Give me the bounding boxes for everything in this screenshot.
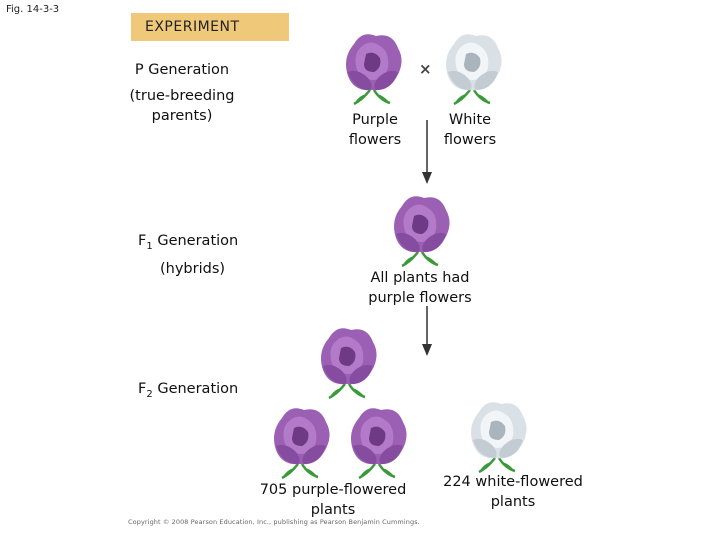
f1-title: Generation xyxy=(152,233,239,249)
p-generation-line2: (true-breeding xyxy=(129,88,235,104)
f1-purple-flower-icon xyxy=(394,196,450,268)
cross-symbol: × xyxy=(419,60,432,78)
arrow-f1-to-f2 xyxy=(422,306,432,356)
f2-white-result-label: 224 white-flowered plants xyxy=(434,472,592,512)
p-generation-label: P Generation (true-breeding parents) xyxy=(120,60,244,126)
f1-prefix: F xyxy=(138,233,147,249)
white-parent-line2: flowers xyxy=(443,132,497,148)
white-parent-label: White flowers xyxy=(428,110,512,150)
f2-subscript: 2 xyxy=(146,389,153,400)
f2-white-flower-icon xyxy=(471,402,527,474)
purple-parent-line1: Purple xyxy=(352,112,398,128)
f2-purple-flower-top-icon xyxy=(321,328,377,400)
f1-result-line1: All plants had xyxy=(370,270,470,286)
f2-purple-result-line2: plants xyxy=(310,502,356,518)
figure-label: Fig. 14-3-3 xyxy=(6,4,60,15)
purple-parent-line2: flowers xyxy=(348,132,402,148)
experiment-header: EXPERIMENT xyxy=(131,13,289,41)
purple-parent-label: Purple flowers xyxy=(333,110,417,150)
f2-white-result-line1: 224 white-flowered xyxy=(443,474,583,490)
f2-prefix: F xyxy=(138,381,147,397)
white-parent-line1: White xyxy=(448,112,492,128)
f2-purple-result-line1: 705 purple-flowered xyxy=(259,482,407,498)
f1-subtitle: (hybrids) xyxy=(160,261,226,277)
f2-purple-flower-right-icon xyxy=(351,408,407,480)
f2-white-result-line2: plants xyxy=(490,494,536,510)
f1-generation-label: F1 Generation xyxy=(138,231,238,253)
f2-purple-result-label: 705 purple-flowered plants xyxy=(246,480,420,520)
p-generation-line1: P Generation xyxy=(134,62,230,78)
f2-title: Generation xyxy=(152,381,239,397)
arrow-p-to-f1 xyxy=(422,120,432,184)
copyright-notice: Copyright © 2008 Pearson Education, Inc.… xyxy=(128,518,420,526)
f1-result-label: All plants had purple flowers xyxy=(350,268,490,308)
f1-result-line2: purple flowers xyxy=(368,290,472,306)
f1-subscript: 1 xyxy=(146,241,153,252)
p-generation-line3: parents) xyxy=(151,108,213,124)
white-flower-icon xyxy=(446,34,502,106)
f2-purple-flower-left-icon xyxy=(274,408,330,480)
f2-generation-label: F2 Generation xyxy=(138,379,238,401)
purple-flower-icon xyxy=(346,34,402,106)
